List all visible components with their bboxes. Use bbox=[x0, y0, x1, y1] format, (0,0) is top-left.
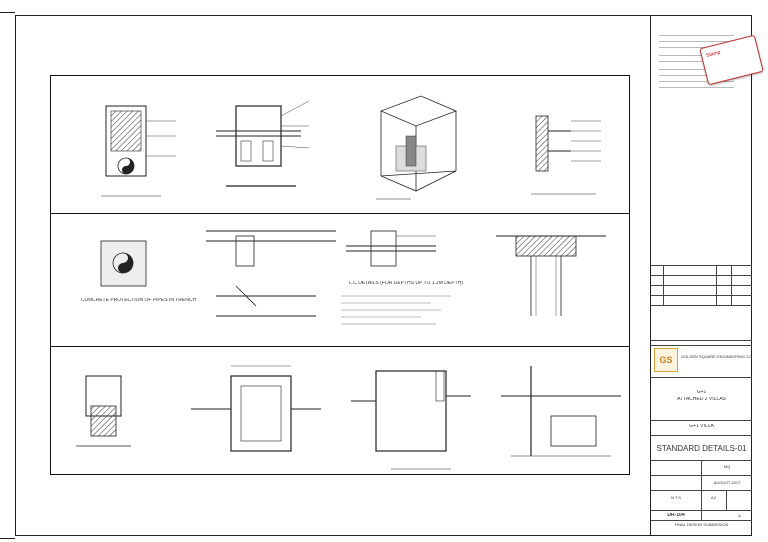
detail-septic-plan bbox=[191, 365, 321, 452]
row-divider bbox=[51, 213, 629, 214]
project-type: G+1 VILLA bbox=[689, 424, 714, 429]
detail-concrete-protection-plan bbox=[100, 240, 147, 287]
caption-concrete-protection: CONCRETE PROTECTION OF PIPES IN TRENCH bbox=[80, 298, 197, 303]
detail-pile-foundation bbox=[496, 235, 606, 316]
border-tick bbox=[0, 12, 15, 13]
stamp-label: Stamp bbox=[705, 49, 722, 59]
sheet-size: A2 bbox=[711, 496, 716, 500]
detail-pipe-trench bbox=[206, 230, 336, 317]
detail-wall-section bbox=[531, 115, 601, 195]
consultant-logo: GS bbox=[654, 348, 678, 372]
revision-table-top bbox=[651, 265, 752, 266]
project-title: ATTACHED 2 VILLAS bbox=[677, 397, 726, 402]
consultant-name: GOLDEN SQUARE ENGINEERING CONSULTANTS bbox=[681, 355, 752, 359]
detail-manhole-plan bbox=[101, 105, 176, 197]
caption-lc-details: L.C DETAILS (FOR DEPTHS UP TO 1.2M DEPTH… bbox=[349, 281, 463, 286]
drawing-date: AUGUST-2017 bbox=[713, 481, 741, 485]
lc-notes-lines bbox=[341, 295, 451, 325]
detail-gully-trap bbox=[76, 375, 131, 447]
project-code: G+1 bbox=[696, 390, 707, 395]
submission-status: FINAL DESIGN SUBMISSION bbox=[674, 523, 729, 527]
detail-lc-section bbox=[346, 230, 436, 267]
detail-vent-pipe bbox=[501, 366, 621, 457]
detail-septic-section bbox=[351, 370, 471, 470]
details-panel: CONCRETE PROTECTION OF PIPES IN TRENCH L… bbox=[50, 75, 630, 475]
drawing-number: DR-104 bbox=[667, 513, 685, 518]
row-divider bbox=[51, 346, 629, 347]
detail-isometric-room bbox=[376, 95, 458, 200]
revision: A bbox=[738, 514, 741, 518]
border-tick bbox=[0, 538, 15, 539]
detail-inspection-chamber-section bbox=[216, 100, 310, 187]
title-block: GOLDEN SQUARE ENGINEERING CONSULTANTS G+… bbox=[650, 15, 752, 536]
drawn-by: MQ bbox=[723, 465, 731, 469]
scale: N.T.S bbox=[671, 496, 681, 500]
drawing-title: STANDARD DETAILS-01 bbox=[656, 445, 747, 453]
